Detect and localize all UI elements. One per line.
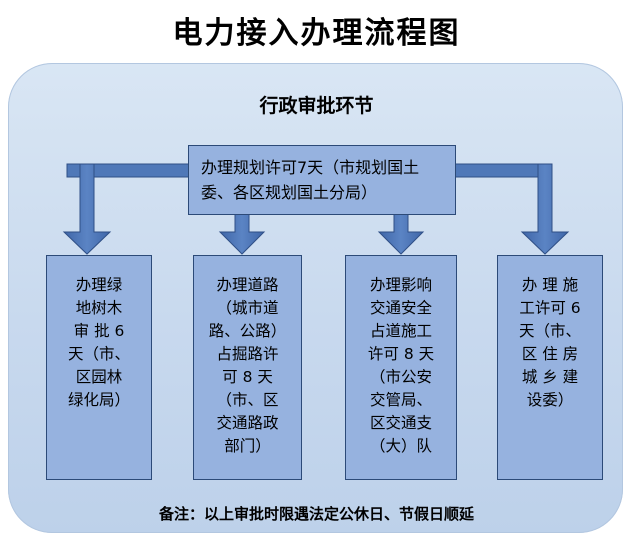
- step-construction-permit: 办 理 施 工许可 6 天（市、 区 住 房 城 乡 建 设委）: [497, 255, 603, 480]
- step-road-excavation-permit: 办理道路 （城市道 路、公路） 占掘路许 可 8 天 （市、区 交通路政 部门）: [193, 255, 302, 480]
- section-title: 行政审批环节: [259, 95, 374, 117]
- arrow-down-3: [377, 213, 425, 255]
- step-planning-permit: 办理规划许可7天（市规划国土委、各区规划国土分局）: [188, 145, 456, 215]
- arrow-down-1: [62, 163, 112, 255]
- connector-right: [454, 163, 546, 178]
- step-greening-approval: 办理绿 地树木 审 批 6 天（市、 区园林 绿化局）: [46, 255, 152, 480]
- step-traffic-occupation-permit: 办理影响 交通安全 占道施工 许可 8 天 （市公安 交管局、 区交通支 （大）…: [345, 255, 457, 480]
- chart-title: 电力接入办理流程图: [172, 16, 461, 51]
- footnote: 备注：以上审批时限遇法定公休日、节假日顺延: [158, 505, 474, 523]
- arrow-down-2: [218, 213, 266, 255]
- arrow-down-4: [520, 163, 570, 255]
